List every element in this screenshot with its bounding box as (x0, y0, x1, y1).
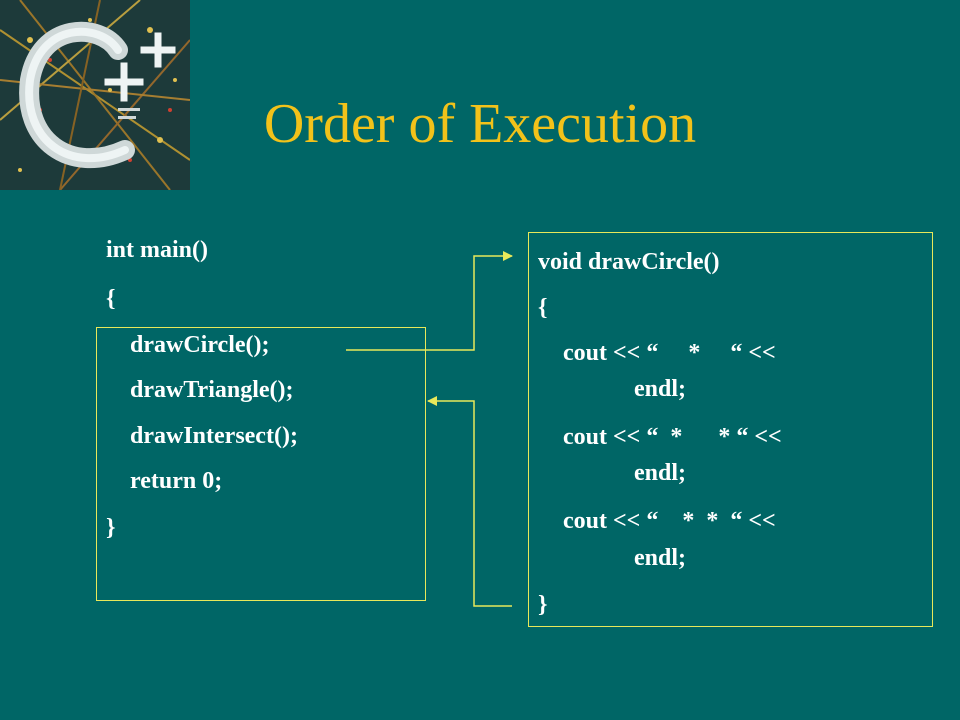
main-open-brace: { (106, 286, 116, 312)
cout-line-2: cout << “ * * “ << (563, 424, 782, 450)
drawcircle-signature: void drawCircle() (538, 249, 720, 275)
cout-line-1: cout << “ * “ << (563, 340, 776, 366)
return-statement: return 0; (130, 468, 223, 494)
endl-line-2: endl; (634, 460, 687, 486)
drawcircle-close-brace: } (538, 592, 548, 618)
main-signature: int main() (106, 237, 208, 263)
endl-line-3: endl; (634, 545, 687, 571)
return-arrow (427, 396, 512, 607)
main-close-brace: } (106, 515, 116, 541)
slide-title: Order of Execution (263, 93, 697, 155)
cout-line-3: cout << “ * * “ << (563, 508, 776, 534)
call-drawtriangle: drawTriangle(); (130, 377, 294, 403)
cpp-logo (0, 0, 190, 190)
main-call-box (96, 327, 426, 601)
endl-line-1: endl; (634, 376, 687, 402)
call-arrow (346, 251, 513, 351)
call-drawintersect: drawIntersect(); (130, 423, 298, 449)
drawcircle-function-box (528, 232, 933, 627)
call-drawcircle: drawCircle(); (130, 332, 270, 358)
drawcircle-open-brace: { (538, 295, 548, 321)
